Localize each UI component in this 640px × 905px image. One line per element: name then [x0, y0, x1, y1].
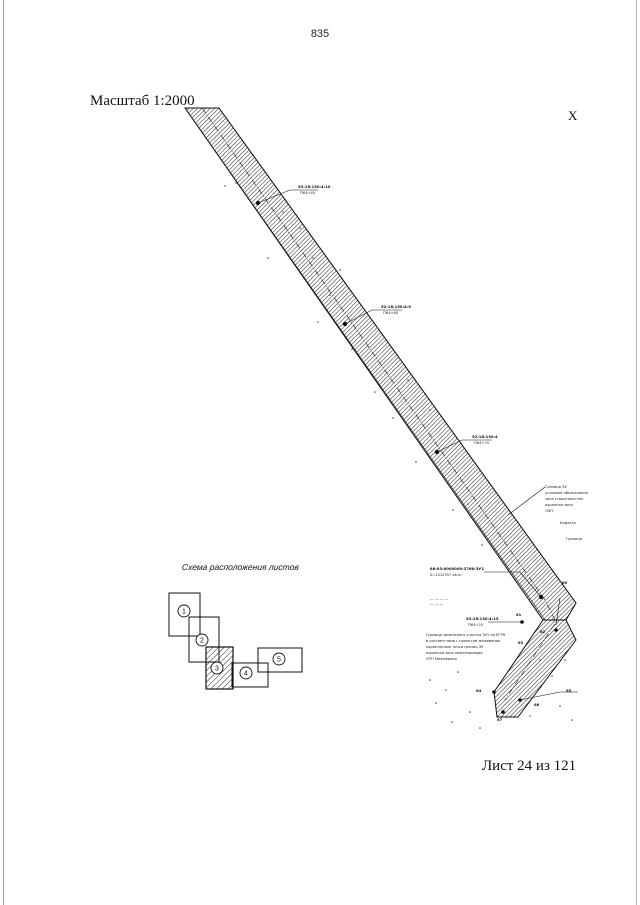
corridor-side-line: [218, 107, 577, 604]
key-sheet-1: [168, 592, 201, 637]
leader-lines: [257, 189, 578, 701]
corridor-label-pk: ПК4+40: [300, 191, 316, 195]
key-sheet-4: [231, 662, 269, 688]
bottom-note: Граница земельного участка ЗУ1 по ЕГРН в…: [426, 633, 506, 661]
corridor-label-code: 52:18:130:4:15: [466, 616, 499, 621]
point-number: 60: [562, 580, 568, 585]
svg-text:— — —: — — —: [430, 602, 443, 606]
bottom-note-line: Граница земельного участка ЗУ1 по ЕГРН: [426, 633, 506, 637]
key-sheet-number: 5: [277, 657, 281, 664]
right-note: Граница ЗУ: [545, 485, 567, 489]
corner-mark: Х: [568, 108, 578, 123]
point-number: 66: [534, 702, 540, 707]
key-sheet-5: [257, 647, 303, 673]
key-circle-3: [210, 661, 224, 675]
right-note: условное обозначение: [545, 491, 589, 495]
corridor-label-code: 52:18:130:4:5: [381, 304, 411, 309]
corridor-centerline: [201, 107, 557, 701]
right-note: ЛЭП: [545, 509, 553, 513]
key-sheet-number: 3: [215, 666, 219, 673]
corridor-side-line: [184, 107, 546, 621]
right-note: охранная зона: [545, 503, 573, 507]
key-sheet-3-current: [205, 646, 234, 690]
point-number: 64: [476, 688, 482, 693]
sheet-key-map: 1 2 3 4 5: [168, 592, 303, 690]
corridor-label: 86:03:0000000:2766:ЗУ1 S=1012957 кв.м.: [430, 566, 484, 577]
corridor-label: 52:18:130:4:10 ПК4+40: [298, 184, 331, 195]
corridor-label: 52:18:130:4:5 ПК4+60: [381, 304, 411, 315]
key-circle-5: [272, 652, 286, 666]
point-number: 62: [540, 629, 546, 634]
page-edge-right: [636, 0, 637, 905]
page-number: 835: [310, 28, 330, 40]
point-numbers: 60 61 62 63 64 65 66 67: [476, 580, 572, 722]
key-sheet-number: 1: [182, 609, 186, 616]
point-number: 63: [518, 640, 524, 645]
page-edge-left: [3, 0, 4, 905]
right-note: зона строительства: [545, 497, 583, 501]
corridor-label-pk: ПК4+70: [474, 441, 490, 445]
point-number: 67: [497, 717, 503, 722]
side-labels: — — — — — — —: [430, 597, 448, 606]
corridor-label: 52:18:130:4 ПК4+70: [472, 434, 498, 445]
key-sheet-number: 2: [200, 638, 204, 645]
corridor-label-pk: ПК4+60: [383, 311, 399, 315]
right-notes: Граница ЗУ условное обозначение зона стр…: [545, 485, 589, 541]
key-map-title: Схема расположения листов: [181, 562, 300, 572]
scale-label: Масштаб 1:2000: [90, 93, 195, 109]
key-circle-4: [239, 666, 253, 680]
bottom-note-line: характерные точки границ ЗУ: [426, 645, 484, 649]
bottom-note-line: ОТП Межевания: [426, 657, 457, 661]
bottom-note-line: охранная зона нефтепровода: [426, 651, 483, 655]
corridor-label-area: S=1012957 кв.м.: [430, 573, 462, 577]
marker-points: [255, 200, 558, 714]
terrain-marks: [224, 182, 573, 729]
point-number: 65: [566, 688, 572, 693]
key-sheet-number: 4: [244, 671, 248, 678]
sheet-label: Лист 24 из 121: [482, 758, 577, 774]
key-circle-2: [195, 633, 209, 647]
bottom-note-line: в соответствии с проектом межевания: [426, 639, 500, 643]
key-sheet-2: [188, 616, 220, 663]
point-number: 61: [516, 612, 522, 617]
right-note: Кадастр: [560, 521, 577, 525]
svg-text:— — — —: — — — —: [430, 597, 448, 601]
corridor-label-code: 86:03:0000000:2766:ЗУ1: [430, 566, 484, 571]
corridor-label: 52:18:130:4:15 ПК4+25: [466, 616, 499, 627]
right-note: Граница: [566, 537, 582, 541]
corridor-label-code: 52:18:130:4:10: [298, 184, 331, 189]
corridor-label-pk: ПК4+25: [468, 623, 483, 627]
corridor-label-code: 52:18:130:4: [472, 434, 498, 439]
key-circle-1: [177, 604, 191, 618]
